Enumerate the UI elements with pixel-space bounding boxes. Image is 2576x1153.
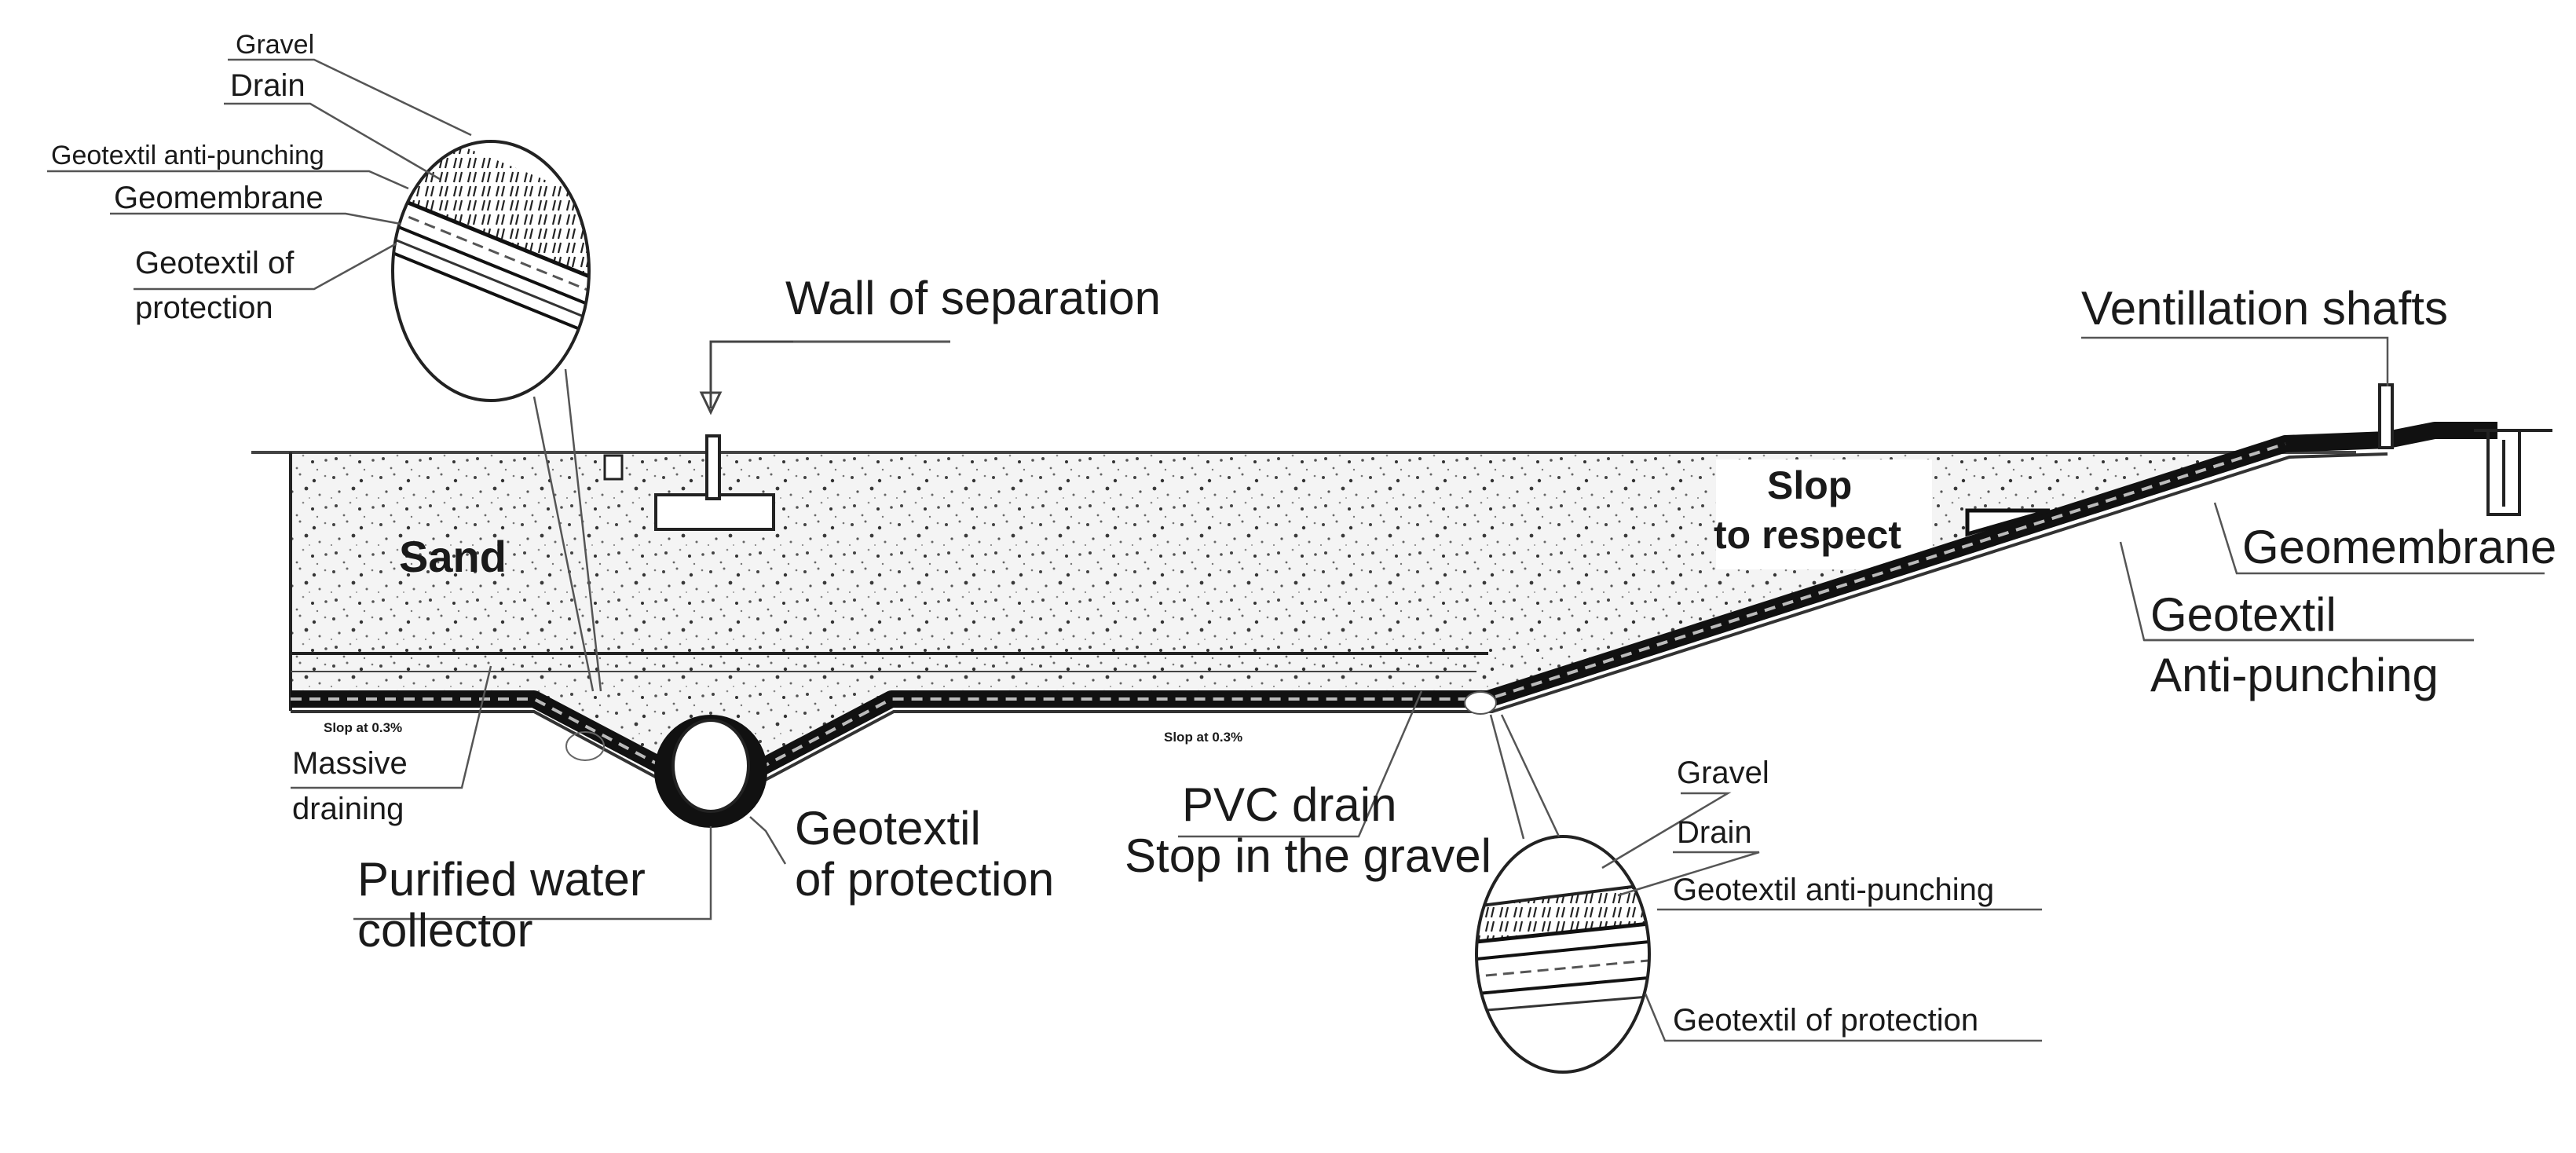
detail-top-protection-label-2: protection [135,291,273,325]
slop-label-backdrop [1716,459,1932,569]
slope-note-left: Slop at 0.3% [324,720,402,735]
ventilation-shaft-2 [2486,430,2521,516]
detail-circle-top-left [391,140,602,692]
pvc-drain-label-2: Stop in the gravel [1125,829,1491,882]
detail-top-anti-punching-label: Geotextil anti-punching [51,141,324,170]
liner-under-line [291,452,2388,792]
wall-of-separation-label: Wall of separation [785,272,1161,324]
wall-separation-notch [603,454,624,481]
anti-punching-right-label: Anti-punching [2150,649,2439,701]
wall-separation-arrow [699,340,950,415]
detail-bottom-anti-punching-label: Geotextil anti-punching [1673,873,1994,907]
leader-lines [47,58,2545,1042]
ventilation-shaft-1 [2378,383,2394,449]
geotextil-protection-label-1: Geotextil [795,802,981,855]
detail-bottom-gravel-label: Gravel [1677,756,1769,790]
detail-top-protection-label-1: Geotextil of [135,246,295,280]
wall-separation-footing [654,493,775,531]
detail-circle-bottom [1464,691,1651,1074]
detail-top-geomembrane-label: Geomembrane [114,181,324,215]
sand-label: Sand [399,532,507,581]
slope-marker-triangle [1965,508,2051,537]
detail-bottom-drain-label: Drain [1677,815,1752,850]
geotextil-protection-label-2: of protection [795,853,1054,906]
massive-draining-label-1: Massive [292,746,408,781]
pvc-drain-label-1: PVC drain [1182,778,1396,831]
detail-bottom-source-marker [1464,691,1497,715]
collector-label-1: Purified water [357,853,646,906]
slope-note-mid: Slop at 0.3% [1164,730,1242,745]
geotextil-right-label: Geotextil [2150,588,2336,641]
slop-label-line1: Slop [1767,463,1852,507]
ventilation-shafts-label: Ventillation shafts [2081,282,2448,335]
detail-bottom-protection-label: Geotextil of protection [1673,1003,1978,1038]
wall-separation-stem [705,434,721,500]
slop-label-line2: to respect [1714,513,1901,557]
collector-pipe [671,719,750,813]
collector-label-2: collector [357,904,532,957]
geomembrane-right-label: Geomembrane [2242,521,2556,573]
detail-top-gravel-label: Gravel [236,30,314,60]
massive-draining-label-2: draining [292,792,404,826]
detail-top-drain-label: Drain [230,68,306,103]
